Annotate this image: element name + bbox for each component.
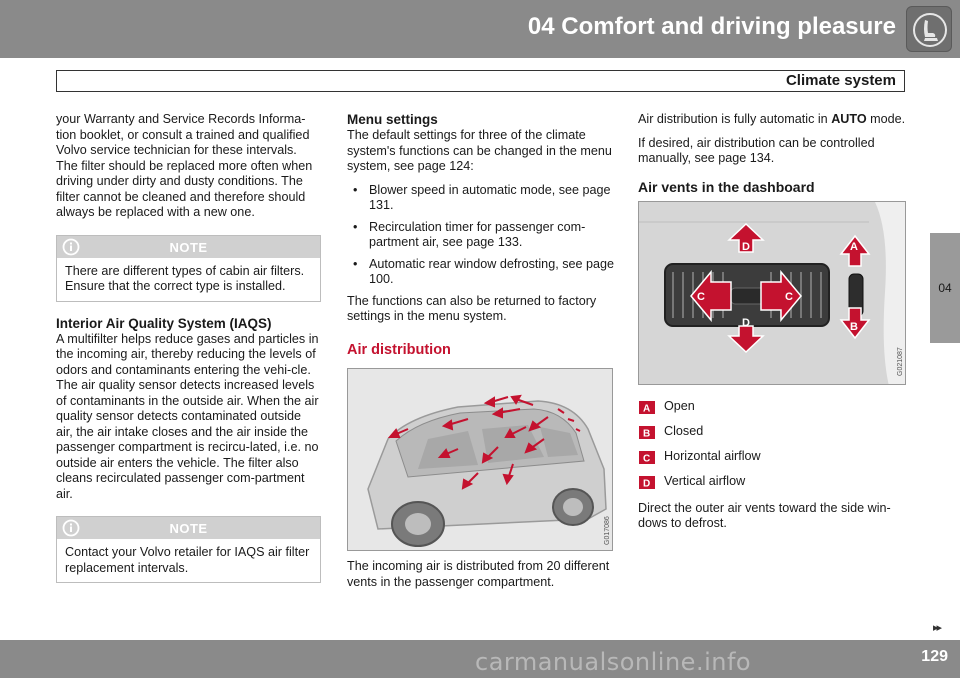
air-distribution-caption: The incoming air is distributed from 20 … [347, 559, 610, 589]
header-bar [0, 0, 960, 58]
info-icon [62, 238, 80, 255]
note-label: NOTE [169, 239, 208, 255]
arrow-badge-icon: A [639, 400, 655, 414]
chapter-tab [930, 233, 960, 343]
page-number: 129 [921, 648, 948, 665]
air-distribution-figure: G017086 [347, 368, 613, 551]
next-page-arrows-icon: ▸▸ [932, 622, 942, 634]
figure-code: G021087 [897, 346, 904, 376]
car-interior-illustration [348, 369, 612, 550]
legend-key: B [643, 428, 650, 439]
info-icon [62, 519, 80, 537]
seat-icon [913, 13, 947, 47]
note-text: There are different types of cabin air f… [57, 257, 320, 301]
legend-key: C [643, 453, 650, 464]
list-item: Blower speed in automatic mode, see page… [347, 183, 615, 214]
manual-control-text: If desired, air distribution can be cont… [638, 135, 875, 166]
column-3: Air distribution is fully automatic in A… [638, 112, 908, 540]
menu-settings-outro: The functions can also be returned to fa… [347, 293, 597, 324]
legend-item: C Horizontal airflow [638, 445, 908, 470]
legend-label: Horizontal airflow [664, 449, 761, 464]
menu-settings-heading: Menu settings [347, 112, 438, 127]
note-box-iaqs: NOTE Contact your Volvo retailer for IAQ… [56, 516, 321, 583]
svg-text:A: A [850, 241, 858, 253]
svg-text:D: D [742, 317, 750, 329]
figure-code: G017086 [604, 516, 611, 545]
svg-text:B: B [850, 321, 858, 333]
filter-intro-text: your Warranty and Service Records Inform… [56, 112, 313, 219]
watermark: carmanualsonline.info [475, 648, 752, 676]
auto-text-before: Air distribution is fully automatic in [638, 112, 832, 126]
iaqs-heading: Interior Air Quality System (IAQS) [56, 315, 272, 331]
column-2: Menu settings The default settings for t… [347, 112, 615, 598]
air-distribution-heading: Air distribution [347, 341, 451, 358]
iaqs-text: A multifilter helps reduce gases and par… [56, 331, 319, 501]
vent-legend: A Open B Closed C Horizontal airflow D V… [638, 395, 908, 495]
note-text: Contact your Volvo retailer for IAQS air… [57, 539, 320, 582]
arrow-badge-icon: B [639, 425, 655, 439]
arrow-badge-icon: D [639, 475, 655, 489]
legend-item: B Closed [638, 420, 908, 445]
section-header: Climate system [56, 70, 905, 92]
chapter-tab-label: 04 [938, 281, 952, 295]
legend-key: D [643, 478, 650, 489]
legend-label: Closed [664, 424, 704, 439]
note-header: NOTE [57, 517, 320, 539]
legend-label: Vertical airflow [664, 474, 746, 489]
chapter-icon-box [906, 6, 952, 52]
dashboard-vent-figure: D A B D C C G021087 [638, 200, 906, 385]
vent-illustration: D A B D C C [639, 201, 905, 384]
outer-vents-text: Direct the outer air vents toward the si… [638, 500, 891, 531]
list-item: Automatic rear window defrosting, see pa… [347, 257, 615, 288]
svg-text:C: C [697, 291, 705, 303]
auto-text-after: mode. [866, 112, 906, 126]
auto-word: AUTO [831, 112, 867, 126]
legend-key: A [643, 403, 650, 414]
note-label: NOTE [169, 521, 208, 536]
menu-settings-intro: The default settings for three of the cl… [347, 128, 612, 173]
note-box-filters: NOTE There are different types of cabin … [56, 234, 321, 302]
section-title: Climate system [785, 72, 896, 89]
legend-item: A Open [638, 395, 908, 420]
chapter-title: 04 Comfort and driving pleasure [527, 13, 896, 40]
footer-bar [0, 640, 960, 678]
svg-text:D: D [742, 241, 750, 253]
air-vents-heading: Air vents in the dashboard [638, 178, 815, 195]
legend-label: Open [664, 399, 695, 414]
column-1: your Warranty and Service Records Inform… [56, 112, 321, 597]
note-header: NOTE [57, 235, 320, 258]
list-item: Recirculation timer for passenger com-pa… [347, 220, 615, 251]
menu-settings-list: Blower speed in automatic mode, see page… [347, 183, 615, 288]
svg-text:C: C [785, 291, 793, 303]
auto-mode-text: Air distribution is fully automatic in A… [638, 112, 908, 128]
arrow-badge-icon: C [639, 450, 655, 464]
legend-item: D Vertical airflow [638, 470, 908, 495]
